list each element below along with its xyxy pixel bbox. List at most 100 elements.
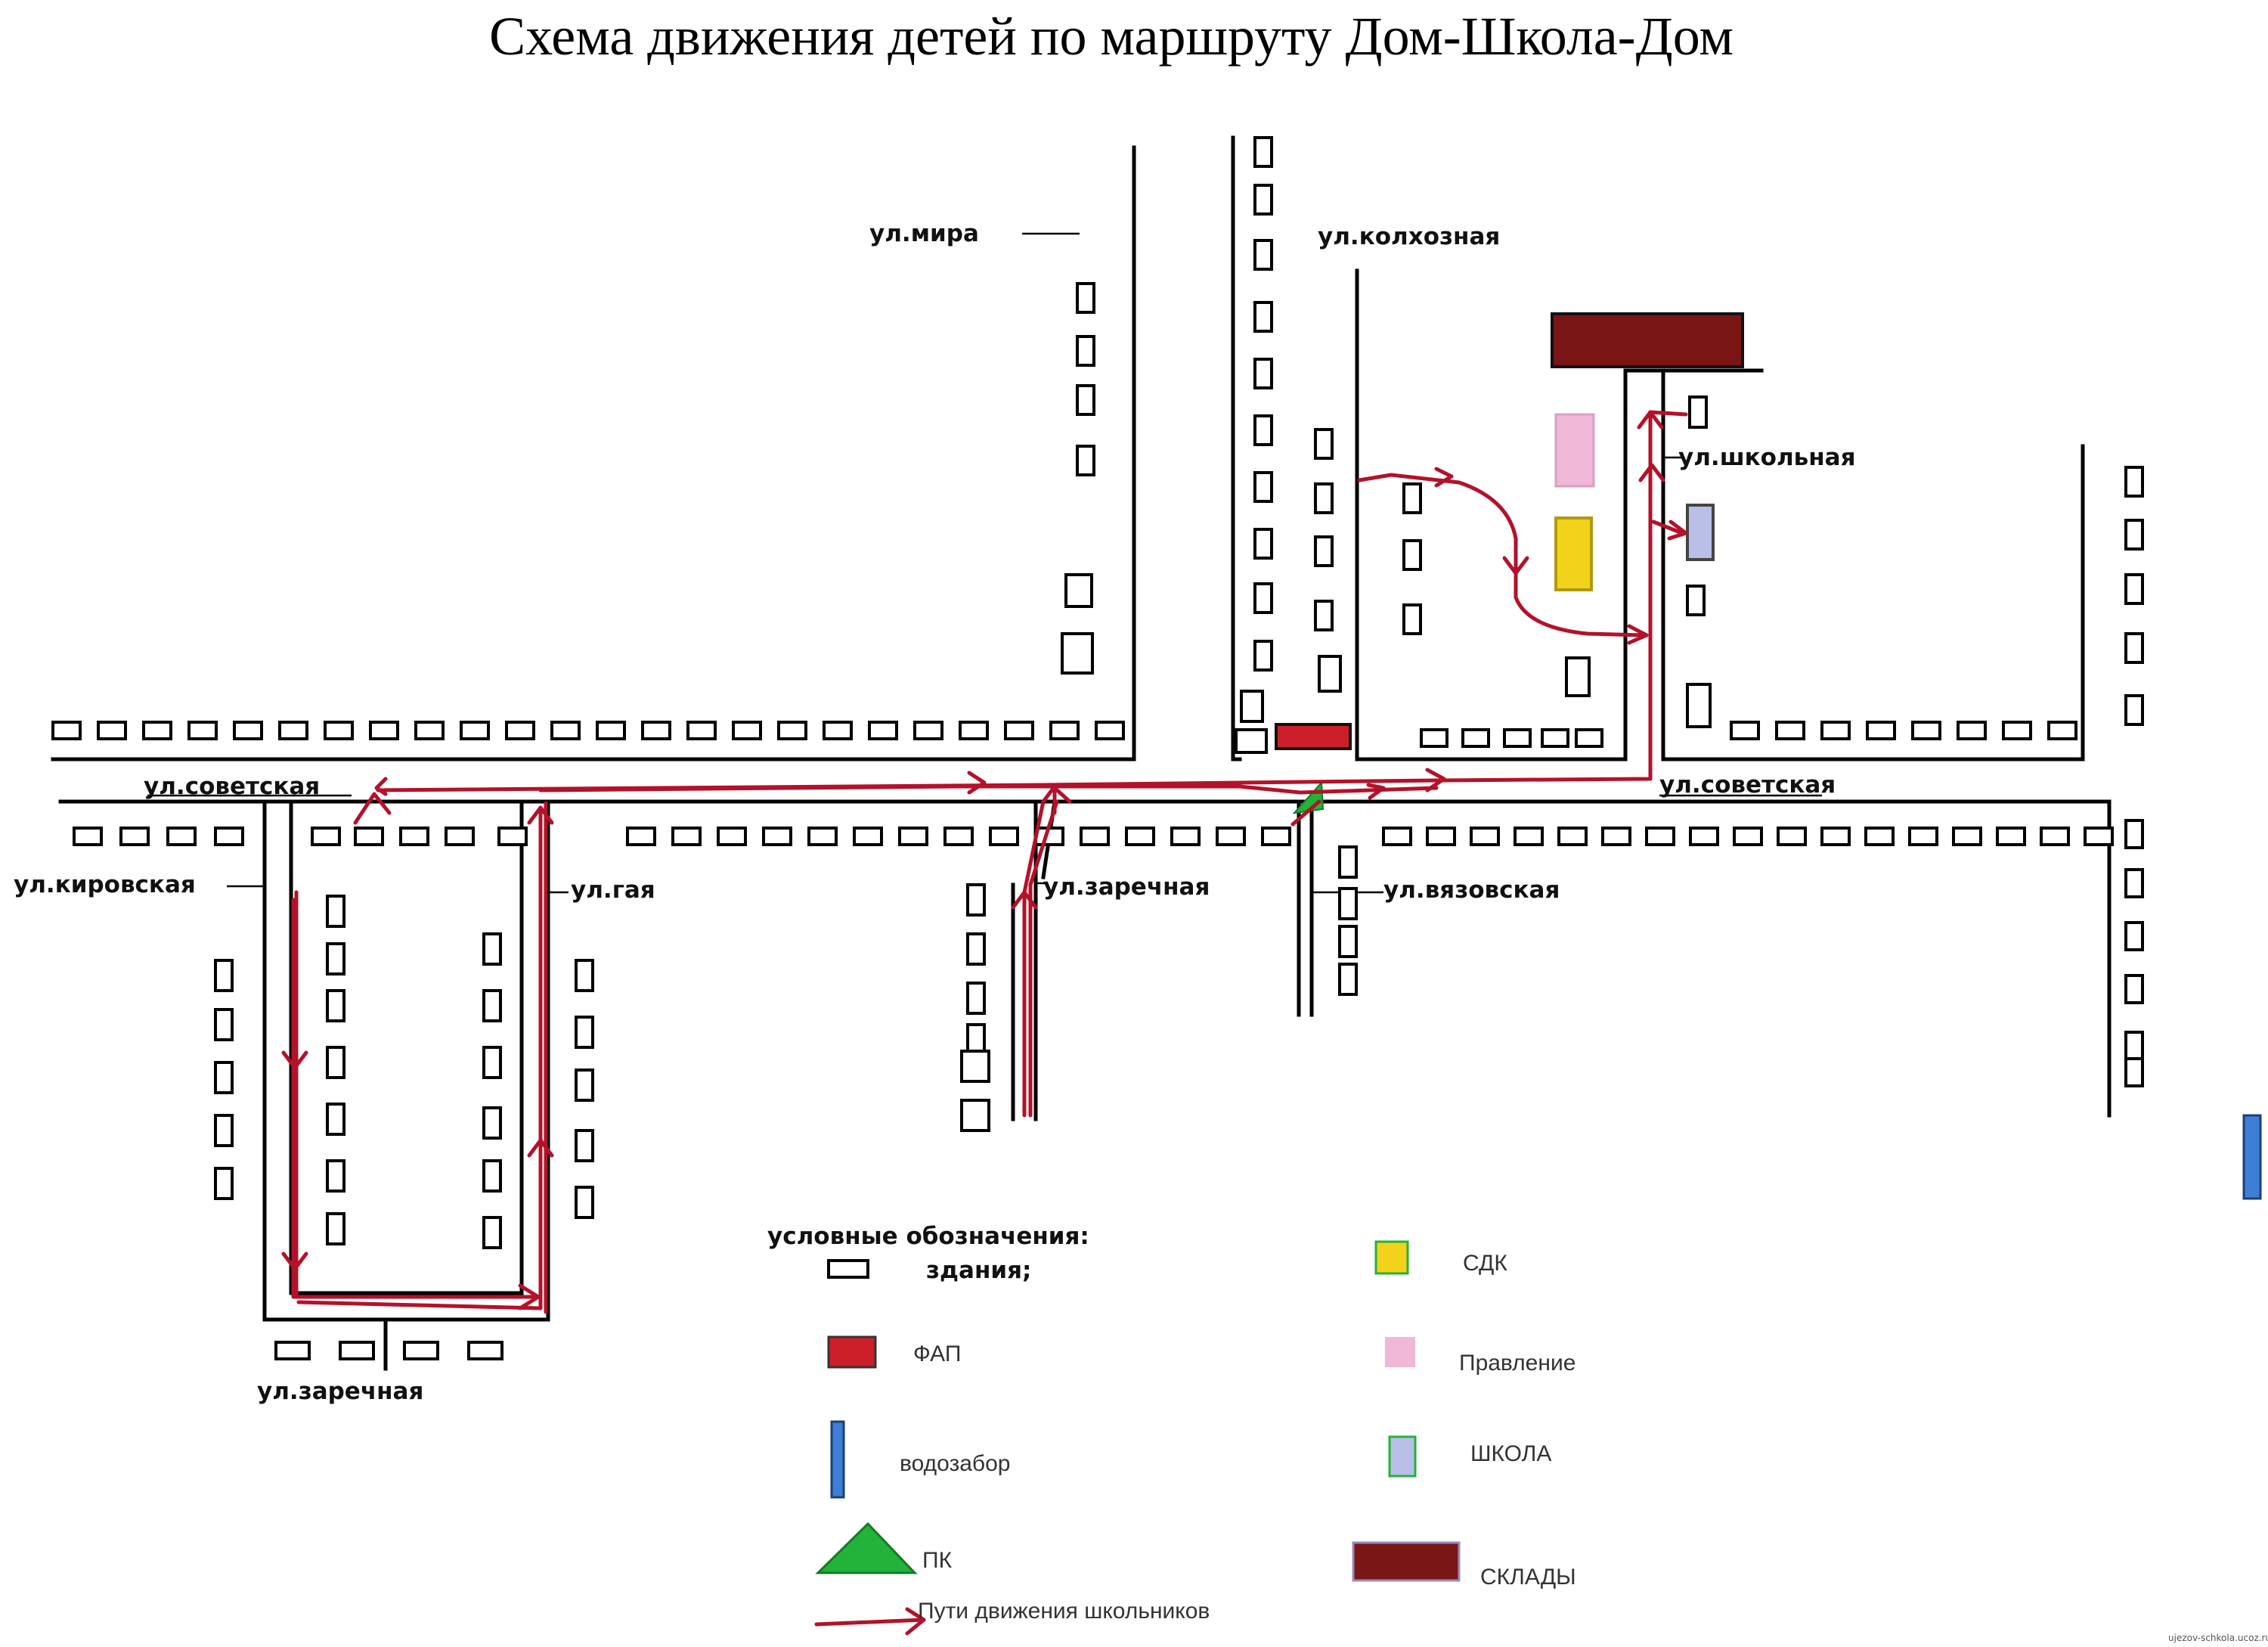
house xyxy=(1004,721,1034,740)
house xyxy=(1461,728,1490,748)
house xyxy=(2124,573,2144,605)
legend-route-arrowhead xyxy=(905,1607,926,1636)
house xyxy=(550,721,581,740)
house xyxy=(2124,1057,2144,1087)
house xyxy=(1240,690,1264,723)
house xyxy=(1514,827,1544,846)
house xyxy=(214,1114,234,1147)
arrow-5 xyxy=(1366,783,1386,800)
legend-pk-label: ПК xyxy=(922,1548,953,1573)
house xyxy=(233,721,263,740)
route-kirovskaya xyxy=(291,898,543,1299)
house xyxy=(575,959,594,992)
house xyxy=(1338,963,1358,996)
arrow-10 xyxy=(281,1050,308,1070)
house xyxy=(575,1186,594,1219)
house xyxy=(853,827,883,846)
house xyxy=(596,721,626,740)
school-routes xyxy=(281,410,1688,1314)
house xyxy=(1777,827,1807,846)
house xyxy=(399,827,429,846)
label-kirovskaya: ул.кировская xyxy=(14,871,196,898)
house xyxy=(1076,282,1095,314)
house xyxy=(575,1016,594,1049)
house xyxy=(1402,539,1422,571)
house xyxy=(1575,728,1603,748)
house xyxy=(1689,827,1719,846)
house xyxy=(966,932,986,966)
house xyxy=(482,989,502,1022)
legend-route-line xyxy=(814,1618,926,1627)
house xyxy=(966,883,986,917)
house xyxy=(324,721,354,740)
house xyxy=(1076,335,1095,367)
house xyxy=(326,1212,345,1245)
house xyxy=(1125,827,1155,846)
legend-sdk-label: СДК xyxy=(1463,1251,1507,1276)
house xyxy=(1338,925,1358,958)
arrow-2 xyxy=(353,792,392,825)
house xyxy=(97,721,127,740)
house xyxy=(274,1341,311,1360)
house xyxy=(2124,694,2144,726)
house xyxy=(1911,721,1941,740)
house xyxy=(1686,585,1706,616)
house xyxy=(966,982,986,1015)
buildings xyxy=(51,136,2144,1360)
label-vyazovskaya: ул.вязовская xyxy=(1383,876,1560,904)
route-gaya-up xyxy=(296,805,543,1310)
house xyxy=(1253,471,1273,503)
house xyxy=(1338,845,1358,879)
house xyxy=(2124,921,2144,951)
house xyxy=(460,721,490,740)
sklady-building xyxy=(1551,312,1744,368)
house xyxy=(2124,466,2144,498)
route-shkolnaya-top xyxy=(1648,410,1688,417)
legend-school-icon xyxy=(1388,1435,1417,1478)
arrow-9 xyxy=(527,1138,554,1158)
legend-fap-label: ФАП xyxy=(913,1341,961,1366)
house xyxy=(1565,656,1591,697)
label-kolkhoznaya: ул.колхозная xyxy=(1318,223,1500,250)
house xyxy=(959,721,989,740)
house xyxy=(762,827,792,846)
house xyxy=(1253,582,1273,614)
arrow-3 xyxy=(967,771,987,795)
arrow-11 xyxy=(281,1252,308,1271)
legend-vodozabor-icon xyxy=(830,1420,845,1499)
house xyxy=(326,1159,345,1193)
arrow-14 xyxy=(1502,556,1529,575)
legend-sdk-icon xyxy=(1374,1240,1409,1275)
house xyxy=(1076,445,1095,476)
route-zarechnaya-up xyxy=(1022,784,1057,1118)
house xyxy=(1420,728,1448,748)
legend-school-label: ШКОЛА xyxy=(1470,1441,1551,1466)
house xyxy=(326,942,345,975)
house xyxy=(2124,632,2144,664)
arrow-8 xyxy=(527,805,554,825)
house xyxy=(166,827,197,846)
legend-pk-icon xyxy=(815,1521,918,1574)
house xyxy=(73,827,103,846)
arrow-17 xyxy=(1638,463,1665,482)
legend-building-icon xyxy=(827,1259,869,1279)
sdk-building xyxy=(1554,516,1593,591)
house xyxy=(214,1008,234,1041)
house xyxy=(1314,535,1334,567)
house xyxy=(214,1167,234,1200)
house xyxy=(142,721,172,740)
house xyxy=(2047,721,2077,740)
house xyxy=(1730,721,1760,740)
house xyxy=(1503,728,1532,748)
house xyxy=(214,959,234,992)
house xyxy=(2124,868,2144,898)
house xyxy=(414,721,445,740)
house xyxy=(641,721,671,740)
house xyxy=(326,895,345,928)
street-labels: ул.мира ул.колхозная ул.школьная ул.сове… xyxy=(14,220,1856,1405)
house xyxy=(1253,640,1273,672)
arrow-13 xyxy=(1434,467,1454,488)
house xyxy=(626,827,656,846)
house xyxy=(1170,827,1201,846)
